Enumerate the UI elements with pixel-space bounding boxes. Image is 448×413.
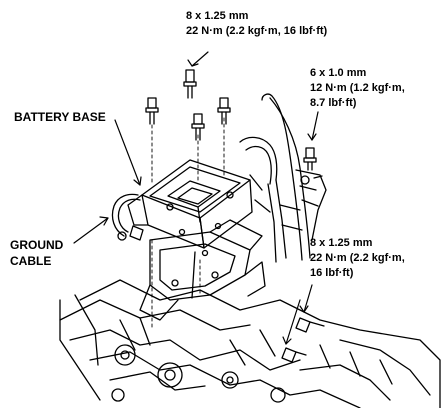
bolt-icon	[129, 69, 325, 363]
engine-mount-bosses	[111, 344, 286, 403]
spec-top-size: 8 x 1.25 mm	[186, 10, 249, 22]
label-ground-cable-2: CABLE	[10, 254, 52, 268]
spec-right-upper-torque-cont: 8.7 lbf·ft)	[310, 97, 357, 109]
spec-right-lower-torque-cont: 16 lbf·ft)	[310, 267, 354, 279]
spec-top-torque: 22 N·m (2.2 kgf·m, 16 lbf·ft)	[186, 25, 328, 37]
battery-base-tray	[127, 159, 253, 249]
ground-cable	[111, 193, 141, 241]
spec-right-lower-size: 8 x 1.25 mm	[310, 237, 373, 249]
alignment-lines	[151, 117, 225, 331]
spec-right-lower-torque: 22 N·m (2.2 kgf·m,	[310, 252, 405, 264]
engine-block-outline	[59, 279, 441, 409]
spec-right-upper-size: 6 x 1.0 mm	[310, 67, 367, 79]
label-ground-cable-1: GROUND	[10, 238, 64, 252]
wire-harness	[239, 93, 327, 263]
label-battery-base: BATTERY BASE	[14, 110, 106, 124]
battery-base-bracket	[139, 219, 266, 321]
leader-arrow-icon	[73, 51, 319, 345]
spec-right-upper-torque: 12 N·m (1.2 kgf·m,	[310, 82, 405, 94]
